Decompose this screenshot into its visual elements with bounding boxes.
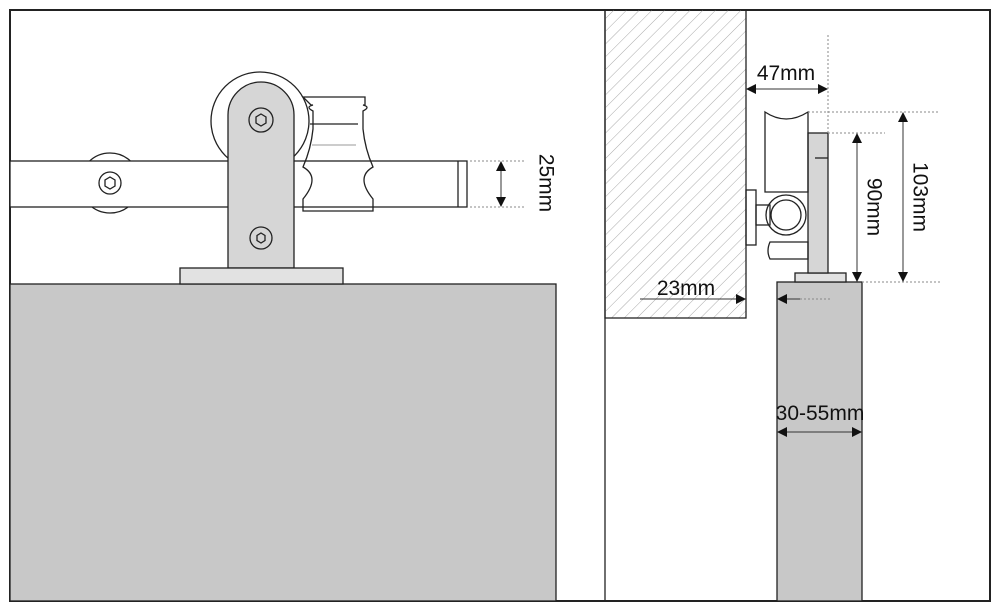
base-plate bbox=[179, 267, 344, 285]
side-view: 47mm 90mm 103mm 23mm 30-55mm bbox=[604, 9, 940, 602]
rail-tube-section bbox=[765, 194, 807, 236]
wall-clearance-label: 47mm bbox=[757, 62, 815, 85]
rear-wheel-bolt-icon bbox=[98, 171, 122, 195]
door-front bbox=[9, 283, 557, 602]
hanger-height-label: 90mm bbox=[862, 178, 885, 236]
door-side bbox=[776, 281, 863, 602]
hex-bolt-icon bbox=[249, 226, 273, 250]
door-thickness-label: 30-55mm bbox=[776, 402, 865, 425]
side-base-plate bbox=[794, 272, 847, 283]
rail-height-label: 25mm bbox=[534, 154, 557, 212]
gap-label: 23mm bbox=[657, 277, 715, 300]
side-stopper bbox=[767, 241, 809, 260]
side-wheel bbox=[764, 110, 809, 193]
front-view: 25mm bbox=[9, 71, 557, 602]
hanger-strap bbox=[227, 81, 295, 269]
rail-stopper bbox=[301, 96, 374, 212]
wall-section bbox=[604, 9, 747, 319]
side-hanger-strap bbox=[807, 132, 829, 274]
total-height-label: 103mm bbox=[908, 162, 931, 232]
hex-bolt-icon bbox=[248, 107, 274, 133]
